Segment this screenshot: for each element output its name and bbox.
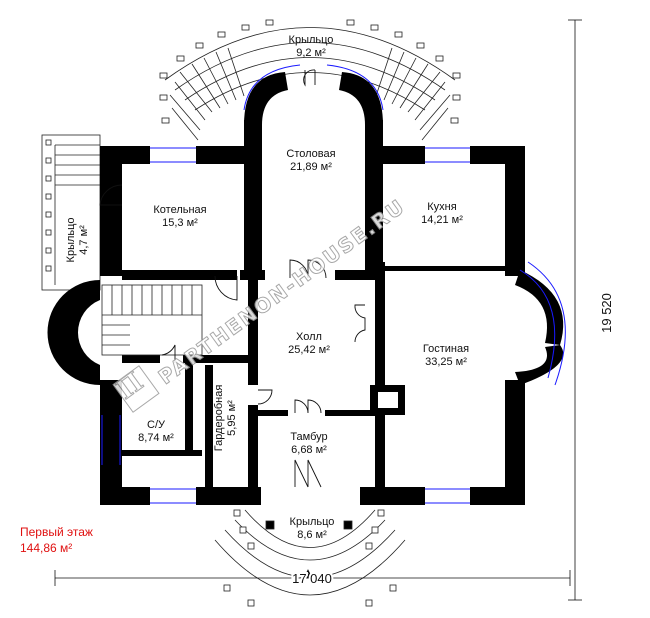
room-name: Кухня bbox=[427, 201, 456, 213]
room-area: 5,95 м² bbox=[226, 400, 238, 436]
room-name: Столовая bbox=[286, 148, 335, 160]
room-area: 33,25 м² bbox=[425, 356, 467, 368]
left-porch-stairs bbox=[41, 134, 101, 291]
room-name: С/У bbox=[147, 419, 166, 431]
room-name: Гостиная bbox=[423, 343, 469, 355]
doors bbox=[99, 69, 366, 488]
room-name: Крыльцо bbox=[290, 516, 335, 528]
width-dimension: 17 040 bbox=[292, 571, 332, 586]
room-area: 15,3 м² bbox=[162, 217, 198, 229]
room-name: Гардеробная bbox=[213, 385, 225, 452]
room-area: 6,68 м² bbox=[291, 444, 327, 456]
room-name: Крыльцо bbox=[289, 34, 334, 46]
room-name: Тамбур bbox=[290, 431, 327, 443]
walls bbox=[47, 72, 564, 505]
room-area: 8,6 м² bbox=[297, 529, 327, 541]
windows bbox=[101, 64, 566, 504]
room-area: 8,74 м² bbox=[138, 432, 174, 444]
height-dimension: 19 520 bbox=[599, 293, 614, 333]
room-name: Крыльцо bbox=[65, 218, 77, 263]
floor-name: Первый этаж bbox=[20, 525, 93, 539]
floor-area: 144,86 м² bbox=[20, 541, 73, 555]
room-name: Котельная bbox=[153, 204, 206, 216]
room-labels: Крыльцо 9,2 м² Столовая 21,89 м² Котельн… bbox=[65, 34, 469, 541]
room-name: Холл bbox=[296, 331, 322, 343]
room-area: 25,42 м² bbox=[288, 344, 330, 356]
interior-stairs bbox=[101, 284, 203, 356]
room-area: 9,2 м² bbox=[296, 47, 326, 59]
dimension-lines bbox=[54, 19, 582, 601]
room-area: 14,21 м² bbox=[421, 214, 463, 226]
top-porch bbox=[159, 19, 461, 141]
room-area: 21,89 м² bbox=[290, 161, 332, 173]
floor-summary: Первый этаж 144,86 м² bbox=[20, 524, 93, 556]
room-area: 4,7 м² bbox=[78, 225, 90, 255]
